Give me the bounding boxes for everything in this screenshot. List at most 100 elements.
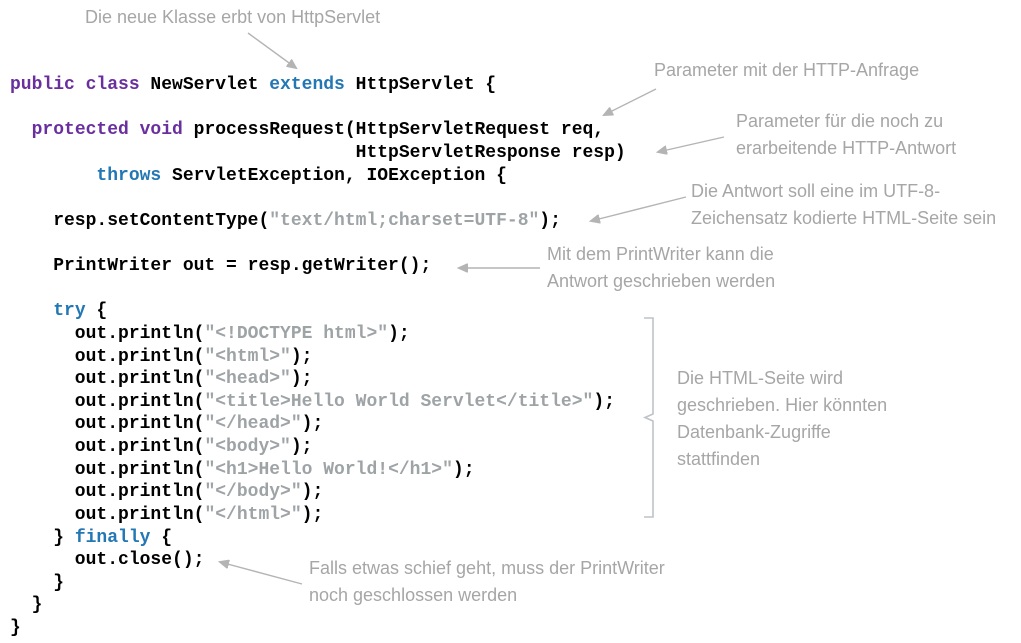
annotation-line: Datenbank-Zugriffe — [677, 422, 831, 442]
keyword: finally — [74, 527, 151, 548]
string-literal: "</body>" — [204, 482, 302, 503]
code-text: } — [10, 527, 75, 548]
code-text: ); — [388, 323, 410, 344]
string-literal: "<h1>Hello World!</h1>" — [204, 459, 453, 480]
string-literal: "<!DOCTYPE html>" — [204, 323, 389, 344]
code-text: ); — [539, 210, 561, 231]
annotation-line: Die Antwort soll eine im UTF-8- — [691, 181, 941, 201]
code-line: out.println("<html>"); — [10, 346, 626, 369]
code-line: out.close(); — [10, 549, 626, 572]
annotation-line: noch geschlossen werden — [309, 585, 518, 605]
code-line: } — [10, 617, 626, 640]
annotation-response-param: Parameter für die noch zu erarbeitende HT… — [736, 108, 956, 162]
code-text: out.println( — [10, 482, 205, 503]
code-text: PrintWriter out = resp.getWriter(); — [10, 256, 432, 276]
string-literal: "</head>" — [204, 414, 302, 435]
annotation-inherit: Die neue Klasse erbt von HttpServlet — [85, 4, 380, 31]
code-text: ); — [290, 369, 313, 390]
code-line: out.println("<!DOCTYPE html>"); — [10, 323, 626, 346]
keyword: extends — [269, 75, 345, 95]
code-line: throws ServletException, IOException { — [10, 165, 626, 188]
code-text: out.println( — [10, 391, 205, 412]
code-text: out.println( — [10, 346, 205, 367]
annotation-line: erarbeitende HTTP-Antwort — [736, 138, 957, 158]
code-text: out.println( — [10, 437, 205, 457]
code-text: ); — [593, 391, 615, 412]
annotation-line: Die neue Klasse erbt von HttpServlet — [85, 7, 381, 27]
code-line: public class NewServlet extends HttpServ… — [10, 74, 626, 97]
code-text: } — [10, 595, 43, 616]
code-text: { — [85, 301, 108, 322]
code-text: ); — [301, 414, 324, 435]
arrow-response — [658, 136, 725, 152]
println-block-bracket — [643, 317, 654, 518]
annotation-line: stattfinden — [677, 449, 761, 469]
code-text: out.println( — [10, 414, 205, 435]
annotation-line: Parameter für die noch zu — [736, 111, 944, 131]
code-text: out.println( — [10, 369, 205, 390]
annotation-request-param: Parameter mit der HTTP-Anfrage — [654, 57, 919, 84]
code-line: out.println("</body>"); — [10, 481, 626, 504]
code-line: out.println("<h1>Hello World!</h1>"); — [10, 459, 626, 482]
code-line — [10, 232, 626, 255]
string-literal: "<head>" — [204, 369, 291, 390]
keyword: try — [53, 301, 86, 322]
annotation-line: geschrieben. Hier könnten — [677, 395, 888, 415]
code-line — [10, 278, 626, 301]
string-literal: "text/html;charset=UTF-8" — [269, 210, 540, 231]
code-text: } — [10, 572, 65, 593]
code-text: HttpServlet { — [344, 75, 497, 95]
code-text — [10, 301, 53, 321]
code-text: } — [10, 618, 21, 638]
code-line: } — [10, 572, 626, 595]
annotation-close: Falls etwas schief geht, muss der PrintW… — [309, 555, 665, 609]
code-text: ); — [452, 459, 475, 480]
code-line: out.println("</html>"); — [10, 504, 626, 527]
annotation-line: Zeichensatz kodierte HTML-Seite sein — [691, 208, 997, 228]
keyword: public class — [10, 75, 140, 95]
code-text: out.println( — [10, 504, 205, 525]
code-line: } finally { — [10, 527, 626, 550]
code-line: PrintWriter out = resp.getWriter(); — [10, 255, 626, 278]
code-line: out.println("<title>Hello World Servlet<… — [10, 391, 626, 414]
code-text: ); — [301, 504, 324, 525]
string-literal: "</html>" — [204, 504, 302, 525]
code-text: ); — [290, 437, 313, 457]
code-line: out.println("</head>"); — [10, 413, 626, 436]
code-line: out.println("<head>"); — [10, 368, 626, 391]
code-block: public class NewServlet extends HttpServ… — [10, 74, 626, 640]
code-text: ServletException, IOException { — [161, 165, 507, 186]
code-line: out.println("<body>"); — [10, 436, 626, 459]
code-line — [10, 97, 626, 120]
string-literal: "<html>" — [204, 346, 291, 367]
code-text: out.close(); — [10, 550, 205, 571]
annotation-line: Falls etwas schief geht, muss der PrintW… — [309, 558, 665, 578]
code-text: resp.setContentType( — [10, 210, 270, 231]
code-text: NewServlet — [139, 75, 270, 95]
code-text: ); — [290, 346, 313, 367]
code-line: HttpServletResponse resp) — [10, 142, 626, 165]
keyword: throws — [96, 165, 162, 186]
annotation-line: Mit dem PrintWriter kann die — [547, 244, 774, 264]
annotation-line: Parameter mit der HTTP-Anfrage — [654, 60, 920, 80]
arrow-inherit — [247, 32, 296, 68]
code-line: try { — [10, 300, 626, 323]
annotation-content-type: Die Antwort soll eine im UTF-8- Zeichensa… — [691, 178, 996, 232]
code-text: { — [150, 527, 173, 548]
code-text: processRequest(HttpServletRequest req, — [182, 120, 605, 141]
code-line — [10, 187, 626, 210]
string-literal: "<title>Hello World Servlet</title>" — [204, 391, 594, 412]
annotation-line: Antwort geschrieben werden — [547, 271, 776, 291]
code-text: HttpServletResponse resp) — [10, 142, 626, 163]
code-text: ); — [301, 482, 324, 503]
code-text — [10, 166, 96, 186]
code-line: protected void processRequest(HttpServle… — [10, 119, 626, 142]
code-text: out.println( — [10, 323, 205, 344]
code-text: out.println( — [10, 459, 205, 480]
code-line: resp.setContentType("text/html;charset=U… — [10, 210, 626, 233]
keyword: protected void — [31, 120, 183, 141]
code-text — [10, 120, 32, 140]
